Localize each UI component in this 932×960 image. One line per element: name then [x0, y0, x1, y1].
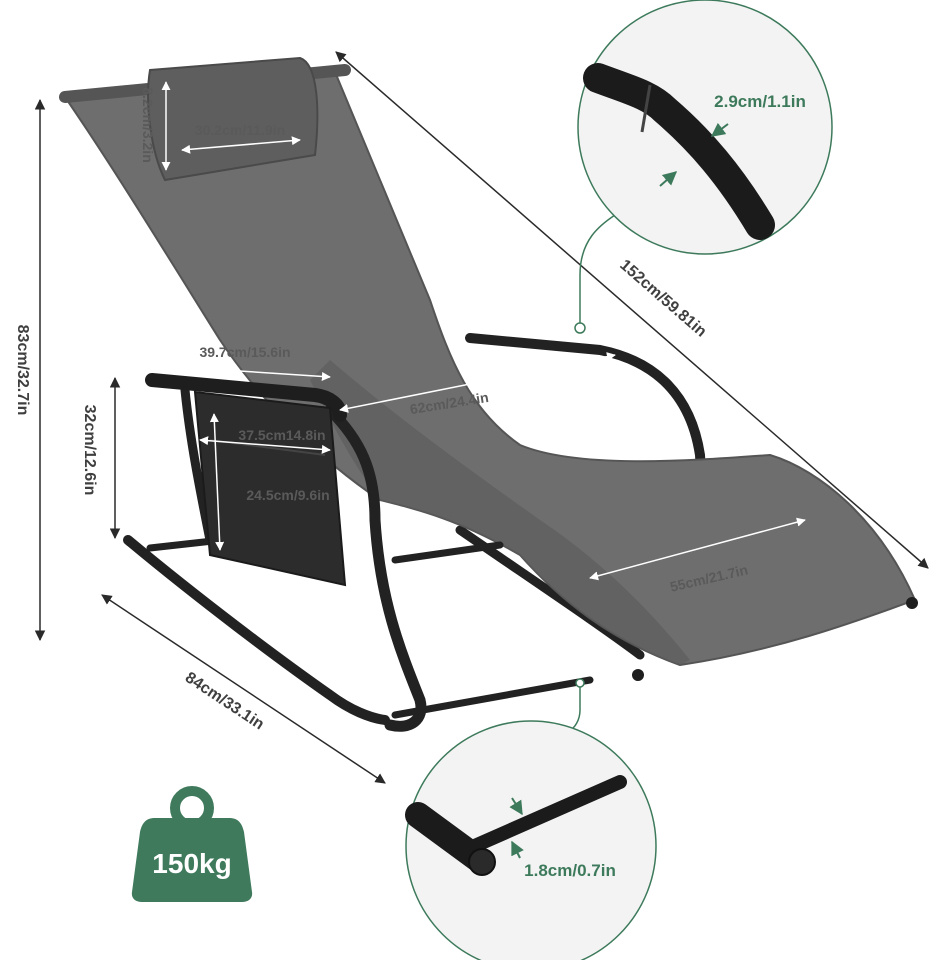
weight-body — [131, 818, 253, 902]
armrest-tube-closeup — [583, 63, 775, 240]
pocket-height-line — [209, 413, 225, 551]
armrest-detail-circle — [577, 0, 833, 255]
callout-leader-curve — [579, 214, 616, 276]
base-detail-callout: 1.8cm/0.7in — [405, 678, 657, 960]
mid-cross-bar — [391, 541, 504, 564]
total-length-line — [335, 51, 929, 569]
base-tube-closeup — [463, 775, 627, 855]
base-depth-label: 84cm/33.1in — [182, 669, 267, 733]
armrest-detail-callout: 2.9cm/1.1in — [574, 0, 833, 334]
total-length-label: 152cm/59.81in — [616, 257, 709, 341]
armrest-tube-label: 2.9cm/1.1in — [714, 92, 806, 111]
left-rocker — [123, 535, 390, 725]
base-depth-line — [101, 594, 386, 784]
base-tube-arrow-b — [511, 840, 524, 859]
armrest-tube-arrow-b — [659, 171, 678, 187]
back-width-label: 39.7cm/15.6in — [199, 344, 290, 360]
foot-cap-front — [632, 669, 644, 681]
foot-width-line — [589, 517, 806, 581]
callout-anchor-bottom — [575, 678, 585, 688]
foot-cap-right — [906, 597, 918, 609]
headrest-height-label: 8.2cm/3.2in — [140, 87, 156, 163]
base-tube-label: 1.8cm/0.7in — [524, 861, 616, 880]
front-cross-bar — [391, 676, 594, 719]
seat-width-line — [339, 352, 616, 413]
base-end-cap — [468, 848, 496, 876]
headrest-width-label: 30.2cm/11.9in — [195, 122, 285, 138]
base-detail-circle — [405, 720, 657, 960]
base-tube-arrow-a — [509, 797, 523, 816]
dimension-lines — [34, 51, 929, 784]
callout-anchor-top — [574, 322, 586, 334]
tube-seam — [640, 84, 652, 133]
total-height-label: 83cm/32.7in — [14, 325, 31, 416]
back-width-line — [147, 361, 331, 381]
pocket-height-label: 24.5cm/9.6in — [246, 487, 329, 503]
headrest-width-line — [181, 136, 301, 154]
weight-icon: 150kg — [131, 786, 253, 902]
armrest-height-label: 32cm/12.6in — [81, 405, 98, 496]
armrest-tube-arrow-a — [710, 122, 729, 137]
callout-leader-bottom — [567, 687, 581, 733]
max-load-label: 150kg — [152, 848, 231, 879]
inner-dimension-lines — [147, 81, 806, 581]
pocket-width-label: 37.5cm14.8in — [238, 427, 325, 443]
